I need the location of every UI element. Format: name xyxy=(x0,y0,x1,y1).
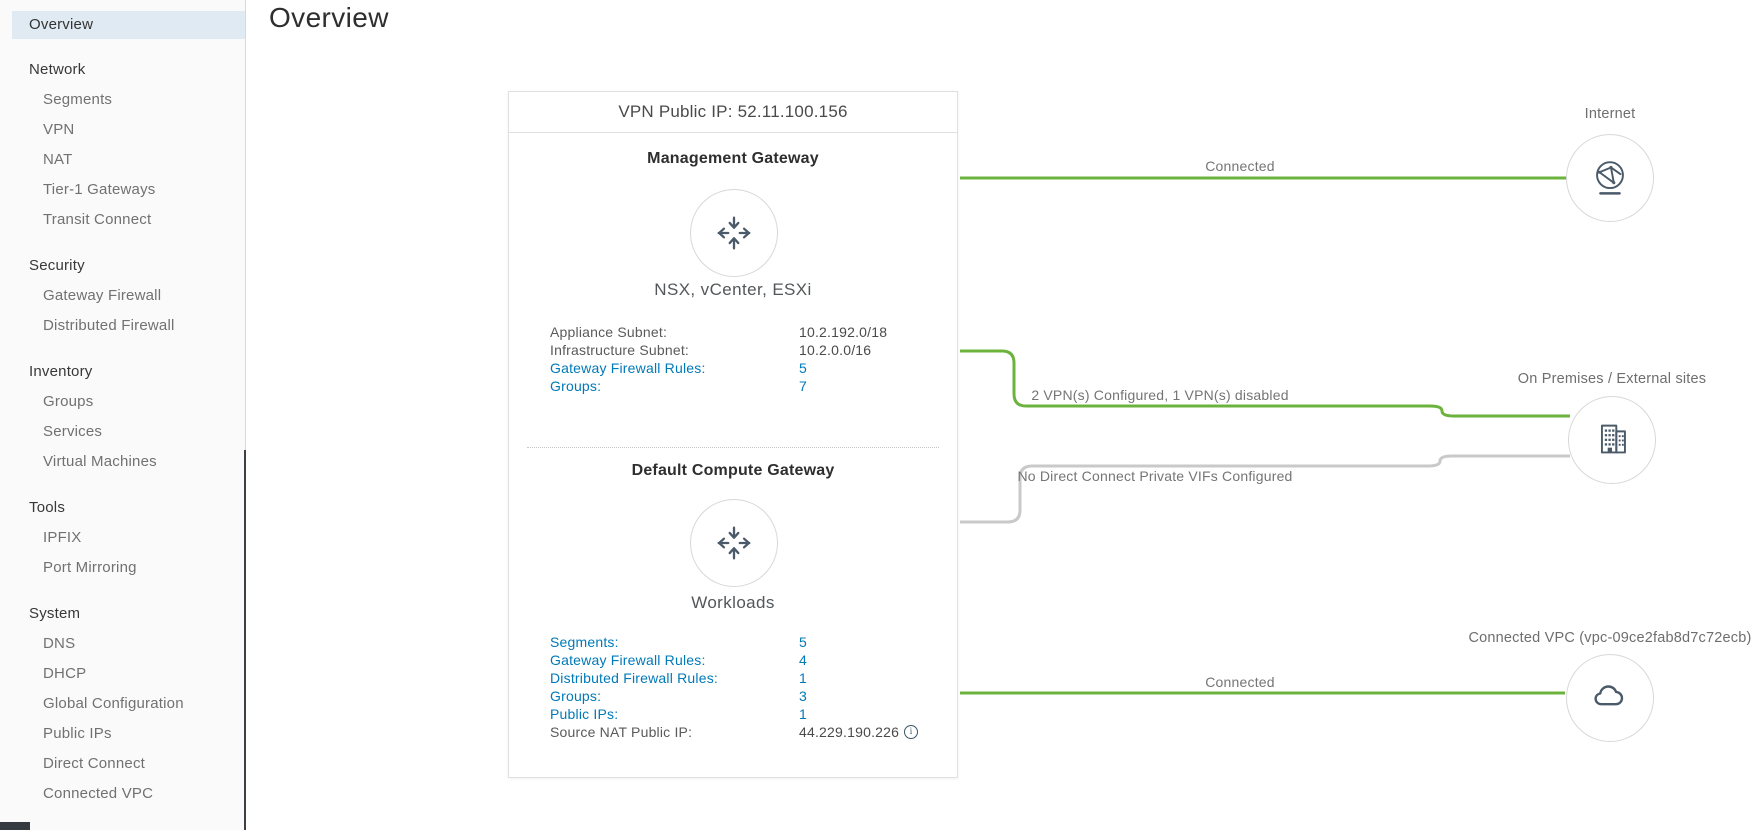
detail-link-label[interactable]: Public IPs: xyxy=(550,706,619,722)
detail-label: Appliance Subnet: xyxy=(550,324,668,340)
sidebar-section-system: System xyxy=(29,605,81,622)
sidebar-item-connected-vpc[interactable]: Connected VPC xyxy=(43,785,154,802)
sidebar-section-security: Security xyxy=(29,257,85,274)
gateway-icon xyxy=(717,526,751,560)
vpn-public-ip-header: VPN Public IP: 52.11.100.156 xyxy=(509,92,957,133)
sidebar-item-overview[interactable]: Overview xyxy=(12,11,245,39)
sidebar-item-nat[interactable]: NAT xyxy=(43,151,73,168)
sidebar-item-dhcp[interactable]: DHCP xyxy=(43,665,87,682)
on-premises-node xyxy=(1568,396,1656,484)
sidebar-section-tools: Tools xyxy=(29,499,66,516)
direct-connect-status: No Direct Connect Private VIFs Configure… xyxy=(1017,468,1293,484)
detail-link-value[interactable]: 4 xyxy=(799,652,807,668)
sidebar-item-groups[interactable]: Groups xyxy=(43,393,94,410)
compute-gateway-node xyxy=(690,499,778,587)
detail-value: 44.229.190.226 xyxy=(799,723,919,741)
sidebar-item-dns[interactable]: DNS xyxy=(43,635,76,652)
sidebar-item-public-ips[interactable]: Public IPs xyxy=(43,725,112,742)
compute-gateway-subtitle: Workloads xyxy=(691,593,775,612)
detail-label: Infrastructure Subnet: xyxy=(550,342,690,358)
detail-link-value[interactable]: 3 xyxy=(799,688,807,704)
sidebar-item-distributed-firewall[interactable]: Distributed Firewall xyxy=(43,317,175,334)
sidebar-item-global-configuration[interactable]: Global Configuration xyxy=(43,695,184,712)
internet-node xyxy=(1566,134,1654,222)
gateway-icon xyxy=(717,216,751,250)
management-gateway-title: Management Gateway xyxy=(647,150,819,167)
detail-value: 10.2.192.0/18 xyxy=(799,324,888,340)
card-section-divider xyxy=(527,447,939,448)
detail-link-label[interactable]: Groups: xyxy=(550,688,602,704)
building-icon xyxy=(1600,424,1626,454)
sidebar-section-inventory: Inventory xyxy=(29,363,93,380)
sidebar-item-virtual-machines[interactable]: Virtual Machines xyxy=(43,453,157,470)
sidebar-section-network: Network xyxy=(29,61,86,78)
detail-value: 10.2.0.0/16 xyxy=(799,342,872,358)
detail-label: Source NAT Public IP: xyxy=(550,724,693,740)
sidebar-item-direct-connect[interactable]: Direct Connect xyxy=(43,755,146,772)
detail-link-label[interactable]: Gateway Firewall Rules: xyxy=(550,360,706,376)
sidebar-item-ipfix[interactable]: IPFIX xyxy=(43,529,82,546)
internet-node-label: Internet xyxy=(1584,106,1636,122)
detail-link-label[interactable]: Groups: xyxy=(550,378,602,394)
globe-icon xyxy=(1596,161,1624,195)
sidebar-item-gateway-firewall[interactable]: Gateway Firewall xyxy=(43,287,162,304)
vpn-connection-line xyxy=(960,349,1570,418)
management-gateway-node xyxy=(690,189,778,277)
sidebar-item-tier-1-gateways[interactable]: Tier-1 Gateways xyxy=(43,181,156,198)
detail-link-value[interactable]: 1 xyxy=(799,706,807,722)
connected-vpc-node-label: Connected VPC (vpc-09ce2fab8d7c72ecb) xyxy=(1468,630,1752,646)
sidebar-splitter[interactable] xyxy=(244,450,246,830)
sidebar-item-services[interactable]: Services xyxy=(43,423,103,440)
detail-row-gateway-firewall-rules: Gateway Firewall Rules: 5 xyxy=(509,359,957,377)
on-premises-node-label: On Premises / External sites xyxy=(1517,371,1707,387)
main-content: Overview Connected 2 VPN(s) Configured, … xyxy=(246,0,1756,830)
cloud-icon xyxy=(1594,685,1624,706)
sidebar-item-segments[interactable]: Segments xyxy=(43,91,113,108)
detail-link-value[interactable]: 1 xyxy=(799,670,807,686)
page-title: Overview xyxy=(269,2,389,33)
connection-lines xyxy=(960,176,1570,695)
detail-link-value[interactable]: 5 xyxy=(799,360,807,376)
detail-row-public-ips: Public IPs: 1 xyxy=(509,705,957,723)
detail-row-groups: Groups: 3 xyxy=(509,687,957,705)
sidebar-item-port-mirroring[interactable]: Port Mirroring xyxy=(43,559,137,576)
detail-link-label[interactable]: Distributed Firewall Rules: xyxy=(550,670,719,686)
detail-row-distributed-firewall-rules: Distributed Firewall Rules: 1 xyxy=(509,669,957,687)
detail-row-gateway-firewall-rules: Gateway Firewall Rules: 4 xyxy=(509,651,957,669)
detail-row-infrastructure-subnet: Infrastructure Subnet: 10.2.0.0/16 xyxy=(509,341,957,359)
gateway-summary-card: VPN Public IP: 52.11.100.156 Management … xyxy=(508,91,958,778)
detail-row-appliance-subnet: Appliance Subnet: 10.2.192.0/18 xyxy=(509,323,957,341)
info-icon[interactable] xyxy=(904,725,919,739)
detail-row-source-nat-public-ip: Source NAT Public IP: 44.229.190.226 xyxy=(509,723,957,741)
direct-connect-line xyxy=(960,454,1570,524)
sidebar-item-transit-connect[interactable]: Transit Connect xyxy=(43,211,152,228)
vpn-connection-status: 2 VPN(s) Configured, 1 VPN(s) disabled xyxy=(1031,387,1289,403)
sidebar-item-vpn[interactable]: VPN xyxy=(43,121,75,138)
compute-gateway-title: Default Compute Gateway xyxy=(631,462,835,479)
vpc-connection-status: Connected xyxy=(1205,674,1275,690)
internet-connection-status: Connected xyxy=(1205,158,1275,174)
detail-link-label[interactable]: Gateway Firewall Rules: xyxy=(550,652,706,668)
detail-row-segments: Segments: 5 xyxy=(509,633,957,651)
detail-link-value[interactable]: 7 xyxy=(799,378,807,394)
detail-link-label[interactable]: Segments: xyxy=(550,634,619,650)
detail-link-value[interactable]: 5 xyxy=(799,634,807,650)
sidebar-bottom-bar xyxy=(0,822,30,830)
management-gateway-subtitle: NSX, vCenter, ESXi xyxy=(654,280,812,299)
detail-row-groups: Groups: 7 xyxy=(509,377,957,395)
connected-vpc-node xyxy=(1566,654,1654,742)
